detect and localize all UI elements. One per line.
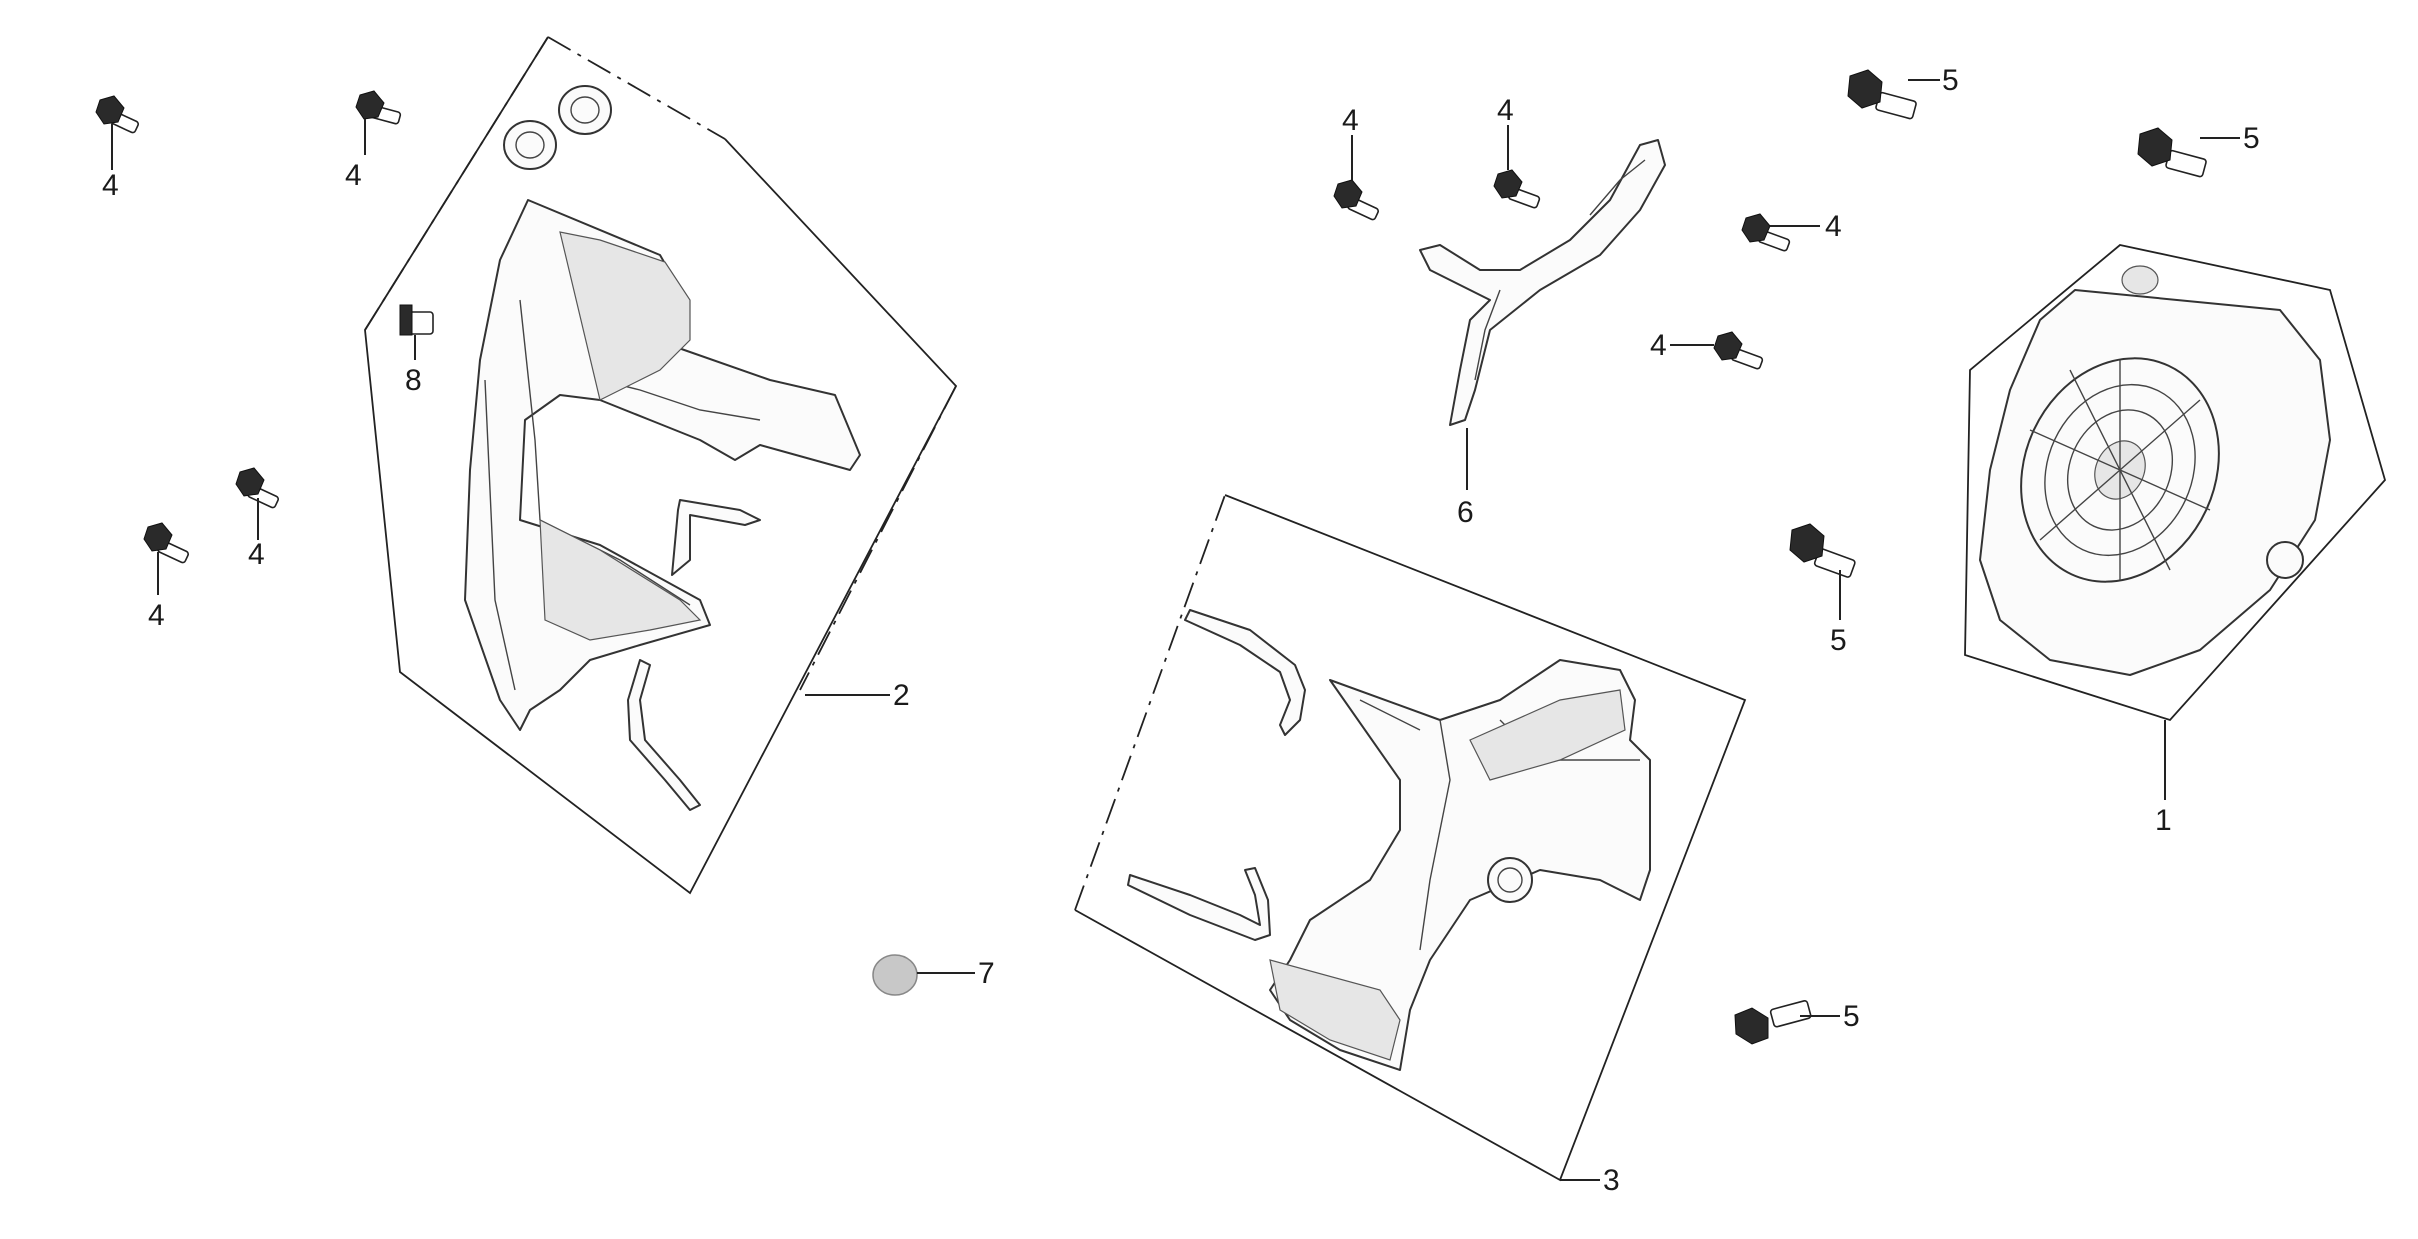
part-2-cover-inner-rim: [484, 299, 761, 691]
part-3-seal-strip-lower: [1127, 867, 1271, 941]
callout-8: 8: [405, 364, 422, 397]
part-8-clip-head: [399, 304, 413, 336]
part-1-cover-plug: [2266, 541, 2304, 579]
bolt-5: 5: [1789, 523, 1856, 657]
callout-3: 3: [1603, 1164, 1620, 1197]
part-1-fan-grille: [2020, 357, 2220, 583]
callout-4: 4: [345, 159, 362, 192]
callout-4: 4: [1497, 94, 1514, 127]
part-5-bolts: 5 5 5 5: [1734, 64, 2260, 1045]
bolt-5: 5: [1847, 64, 1959, 120]
hose-clip: [558, 85, 612, 135]
callout-5: 5: [1830, 624, 1847, 657]
bolt-4: 4: [95, 95, 140, 202]
callout-4: 4: [102, 169, 119, 202]
part-3-seal-strip-upper: [1184, 609, 1306, 736]
bolt-4: 4: [235, 467, 280, 571]
part-2-seal-strip-lower: [627, 659, 701, 811]
bolt-4: 4: [1741, 210, 1842, 252]
part-7-grommet-group: 7: [872, 954, 995, 996]
bolt-4: 4: [1650, 329, 1764, 370]
callout-1: 1: [2155, 804, 2172, 837]
fan-grille-ring: [2066, 409, 2174, 531]
hose-clip: [515, 131, 545, 159]
callout-5: 5: [2243, 122, 2260, 155]
hose-clip: [503, 120, 557, 170]
part-3-cover-side-panel: [1469, 689, 1626, 781]
part-1-top-boss: [2121, 265, 2159, 295]
callout-7: 7: [978, 957, 995, 990]
part-2-left-cover-group: 2: [364, 36, 958, 895]
part-3-cover-bottom-duct: [1269, 959, 1401, 1061]
callout-4: 4: [148, 599, 165, 632]
part-6-bracket: [1419, 139, 1666, 426]
part-8-clip-group: 8: [399, 304, 434, 397]
part-7-grommet: [872, 954, 918, 996]
bolt-4: 4: [1493, 94, 1541, 209]
callout-6: 6: [1457, 496, 1474, 529]
part-2-cover-lower-duct: [539, 519, 702, 641]
part-6-bracket-detail: [1474, 159, 1646, 381]
part-3-frame-solid: [1074, 494, 1747, 1182]
part-6-bracket-group: 6: [1419, 139, 1666, 529]
callout-4: 4: [1650, 329, 1667, 362]
part-3-lower-cover-group: 3: [1074, 494, 1747, 1197]
callout-4: 4: [248, 538, 265, 571]
part-2-cover-side-panel: [559, 231, 691, 401]
bolt-4: 4: [345, 90, 402, 192]
part-3-frame-dashed: [1074, 494, 1226, 911]
fan-grille-ring: [2044, 383, 2196, 557]
part-2-hose-clips: [503, 85, 612, 170]
callout-5: 5: [1942, 64, 1959, 97]
bolt-5: 5: [2137, 122, 2260, 178]
fan-grille-spokes: [2029, 360, 2211, 580]
part-2-frame-dashed: [364, 36, 957, 691]
part-1-frame: [1964, 244, 2387, 722]
bolt-4: 4: [1333, 104, 1380, 221]
callout-5: 5: [1843, 1000, 1860, 1033]
part-2-seal-strip-upper: [671, 499, 761, 576]
hose-clip: [570, 96, 600, 124]
callout-2: 2: [893, 679, 910, 712]
part-3-cover-body: [1269, 659, 1651, 1071]
bolt-5: 5: [1734, 1000, 1860, 1045]
bolt-4: 4: [143, 522, 190, 632]
callout-4: 4: [1825, 210, 1842, 243]
callout-4: 4: [1342, 104, 1359, 137]
part-3-cover-grommet-inner: [1497, 867, 1523, 893]
part-3-cover-grommet-hole: [1487, 857, 1533, 903]
part-1-fan-cover-group: 1: [1964, 244, 2387, 837]
part-4-bolts: 4 4 4 4 4: [95, 90, 1842, 632]
